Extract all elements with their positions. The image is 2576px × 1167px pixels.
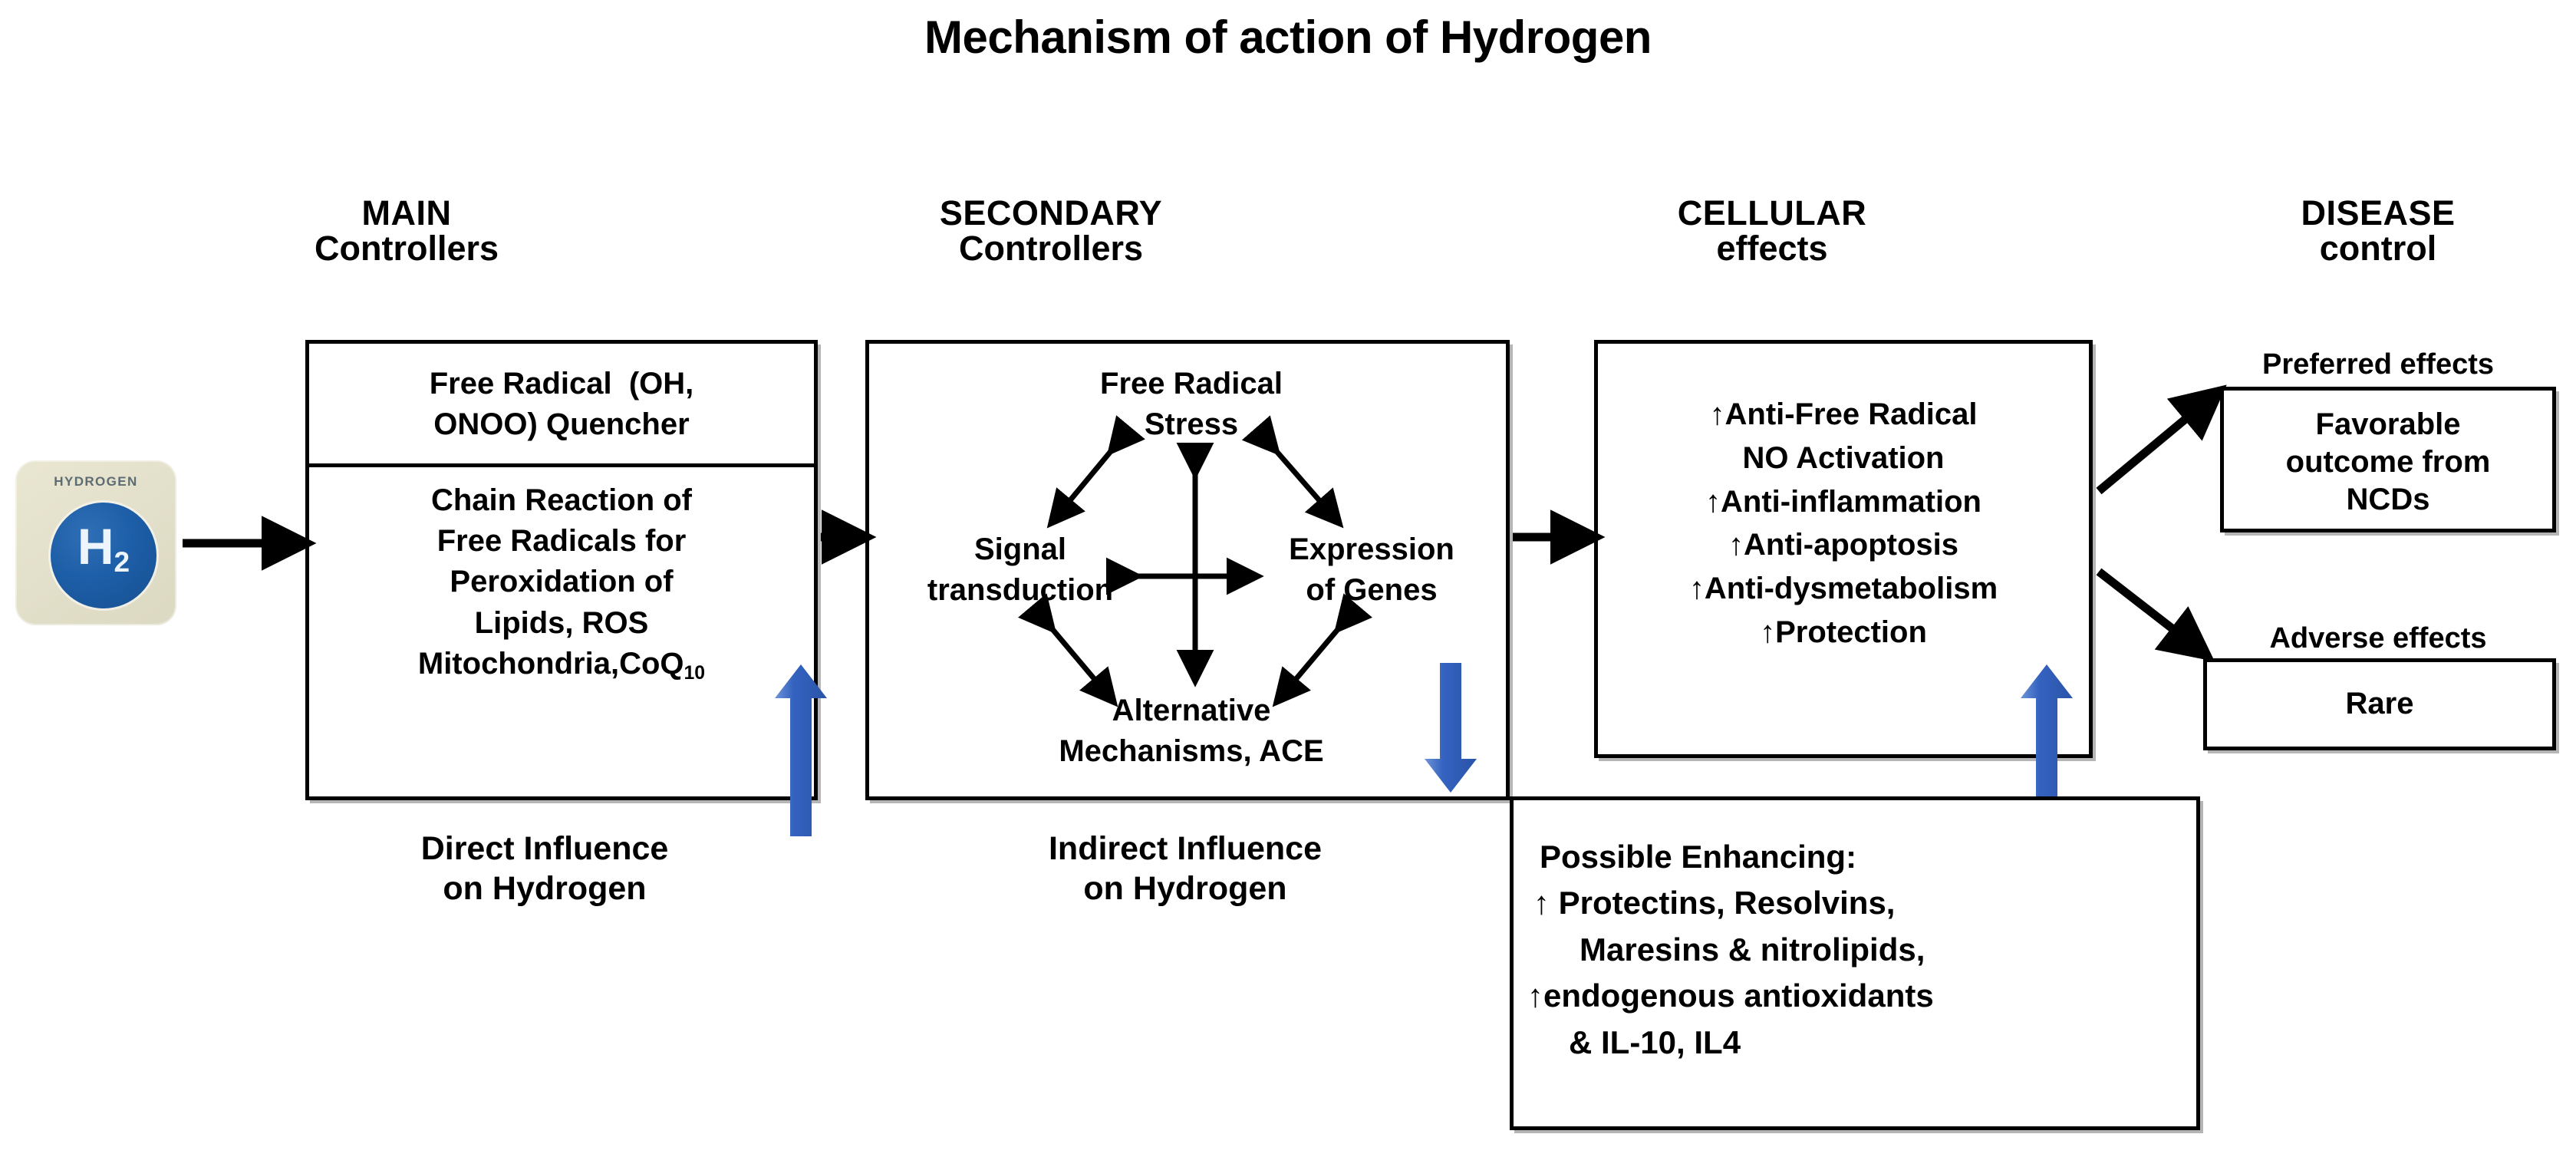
main-controllers-footer-line2: on Hydrogen	[443, 870, 647, 908]
hydrogen-logo-formula: H2	[51, 518, 156, 576]
secondary-node-alternative-mechanisms: Alternative Mechanisms, ACE	[900, 691, 1483, 772]
cellular-effects-line-5: ↑Anti-dysmetabolism	[1688, 572, 1998, 606]
main-controllers-coq-text: Mitochondria,CoQ	[417, 646, 684, 681]
column-header-disease-line2: control	[2319, 228, 2437, 268]
cellular-effects-list: ↑Anti-Free Radical NO Activation ↑Anti-i…	[1598, 393, 2089, 654]
main-controllers-line-2: Free Radicals for	[436, 524, 687, 559]
column-header-disease: DISEASE control	[2202, 196, 2555, 266]
possible-enhancing-list: Possible Enhancing: ↑ Protectins, Resolv…	[1524, 834, 2184, 1066]
secondary-node-expression-of-genes: Expression of Genes	[1214, 529, 1529, 611]
column-header-disease-line1: DISEASE	[2301, 193, 2456, 232]
rare-text: Rare	[2345, 687, 2414, 720]
main-controllers-footer: Direct Influence on Hydrogen	[276, 829, 813, 909]
cellular-effects-line-3: ↑Anti-inflammation	[1705, 484, 1981, 519]
adverse-effects-caption: Adverse effects	[2269, 622, 2487, 654]
main-controllers-cell-bottom: Chain Reaction of Free Radicals for Pero…	[309, 480, 814, 684]
column-header-main-line2: Controllers	[314, 228, 499, 268]
preferred-effects-caption: Preferred effects	[2261, 348, 2495, 381]
cellular-effects-box: ↑Anti-Free Radical NO Activation ↑Anti-i…	[1594, 340, 2093, 758]
column-header-secondary: SECONDARY Controllers	[790, 196, 1312, 266]
blue-up-arrow-main	[773, 661, 828, 838]
secondary-node-alternative-mechanisms-line1: Alternative	[1112, 694, 1271, 727]
main-controllers-line-1: Chain Reaction of	[430, 483, 693, 517]
column-header-secondary-line2: Controllers	[958, 228, 1144, 268]
column-header-main: MAIN Controllers	[192, 196, 621, 266]
page-title: Mechanism of action of Hydrogen	[924, 12, 1652, 63]
hydrogen-symbol: H	[77, 518, 114, 575]
secondary-node-free-radical-stress-line1: Free Radical	[1100, 367, 1283, 401]
rare-box: Rare	[2203, 658, 2556, 750]
cellular-effects-line-4: ↑Anti-apoptosis	[1728, 528, 1958, 562]
main-controllers-line-3: Peroxidation of	[450, 565, 674, 599]
hydrogen-logo: HYDROGEN H2	[15, 460, 176, 625]
secondary-node-alternative-mechanisms-line2: Mechanisms, ACE	[1059, 734, 1324, 769]
secondary-internal-arrows	[1018, 415, 1372, 707]
cellular-effects-line-1: ↑Anti-Free Radical	[1709, 397, 1978, 431]
secondary-node-expression-of-genes-line1: Expression	[1289, 532, 1454, 566]
favorable-outcome-line-1: Favorable	[2315, 407, 2461, 441]
favorable-outcome-line-2: outcome from	[2285, 444, 2491, 479]
favorable-outcome-line-3: NCDs	[2346, 482, 2430, 516]
secondary-node-free-radical-stress-line2: Stress	[1144, 407, 1239, 442]
main-controllers-divider	[308, 463, 815, 467]
secondary-controllers-footer: Indirect Influence on Hydrogen	[852, 829, 1519, 909]
main-controllers-box: Free Radical (OH, ONOO) Quencher Chain R…	[305, 340, 818, 800]
possible-enhancing-line-1: Possible Enhancing:	[1540, 839, 1857, 875]
secondary-node-signal-transduction-line1: Signal	[973, 532, 1067, 566]
possible-enhancing-line-4: ↑endogenous antioxidants	[1527, 977, 1934, 1014]
cellular-effects-line-6: ↑Protection	[1760, 615, 1927, 649]
column-header-cellular-line2: effects	[1716, 228, 1828, 268]
main-controllers-footer-line1: Direct Influence	[420, 830, 669, 867]
possible-enhancing-line-3: Maresins & nitrolipids,	[1580, 931, 1925, 968]
main-controllers-cell-top-line2: ONOO) Quencher	[433, 407, 690, 442]
possible-enhancing-line-2: ↑ Protectins, Resolvins,	[1533, 885, 1896, 921]
hydrogen-logo-word: HYDROGEN	[54, 474, 138, 489]
column-header-secondary-line1: SECONDARY	[939, 193, 1163, 232]
main-controllers-line-5: Mitochondria,CoQ10	[309, 644, 814, 684]
main-controllers-cell-top: Free Radical (OH, ONOO) Quencher	[309, 364, 814, 445]
column-header-cellular-line1: CELLULAR	[1677, 193, 1867, 232]
main-controllers-cell-top-line1: Free Radical (OH,	[429, 367, 694, 401]
favorable-outcome-text: Favorable outcome from NCDs	[2224, 406, 2552, 518]
hydrogen-logo-disc: H2	[51, 503, 156, 608]
main-controllers-line-4: Lipids, ROS	[474, 605, 649, 640]
secondary-controllers-footer-line2: on Hydrogen	[1083, 870, 1287, 908]
blue-up-arrow-enhancing	[2019, 661, 2074, 892]
favorable-outcome-box: Favorable outcome from NCDs	[2220, 387, 2556, 532]
column-header-cellular: CELLULAR effects	[1527, 196, 2018, 266]
cellular-effects-line-2: NO Activation	[1742, 440, 1945, 475]
secondary-controllers-footer-line1: Indirect Influence	[1048, 830, 1322, 867]
secondary-controllers-box: Free Radical Stress Signal transduction …	[865, 340, 1510, 800]
blue-down-arrow-secondary	[1423, 661, 1478, 796]
possible-enhancing-box: Possible Enhancing: ↑ Protectins, Resolv…	[1510, 796, 2200, 1130]
possible-enhancing-line-5: & IL-10, IL4	[1569, 1024, 1741, 1060]
hydrogen-subscript: 2	[114, 546, 130, 578]
secondary-node-free-radical-stress: Free Radical Stress	[961, 364, 1421, 445]
column-header-main-line1: MAIN	[361, 193, 452, 232]
main-controllers-coq-subscript: 10	[684, 662, 706, 684]
